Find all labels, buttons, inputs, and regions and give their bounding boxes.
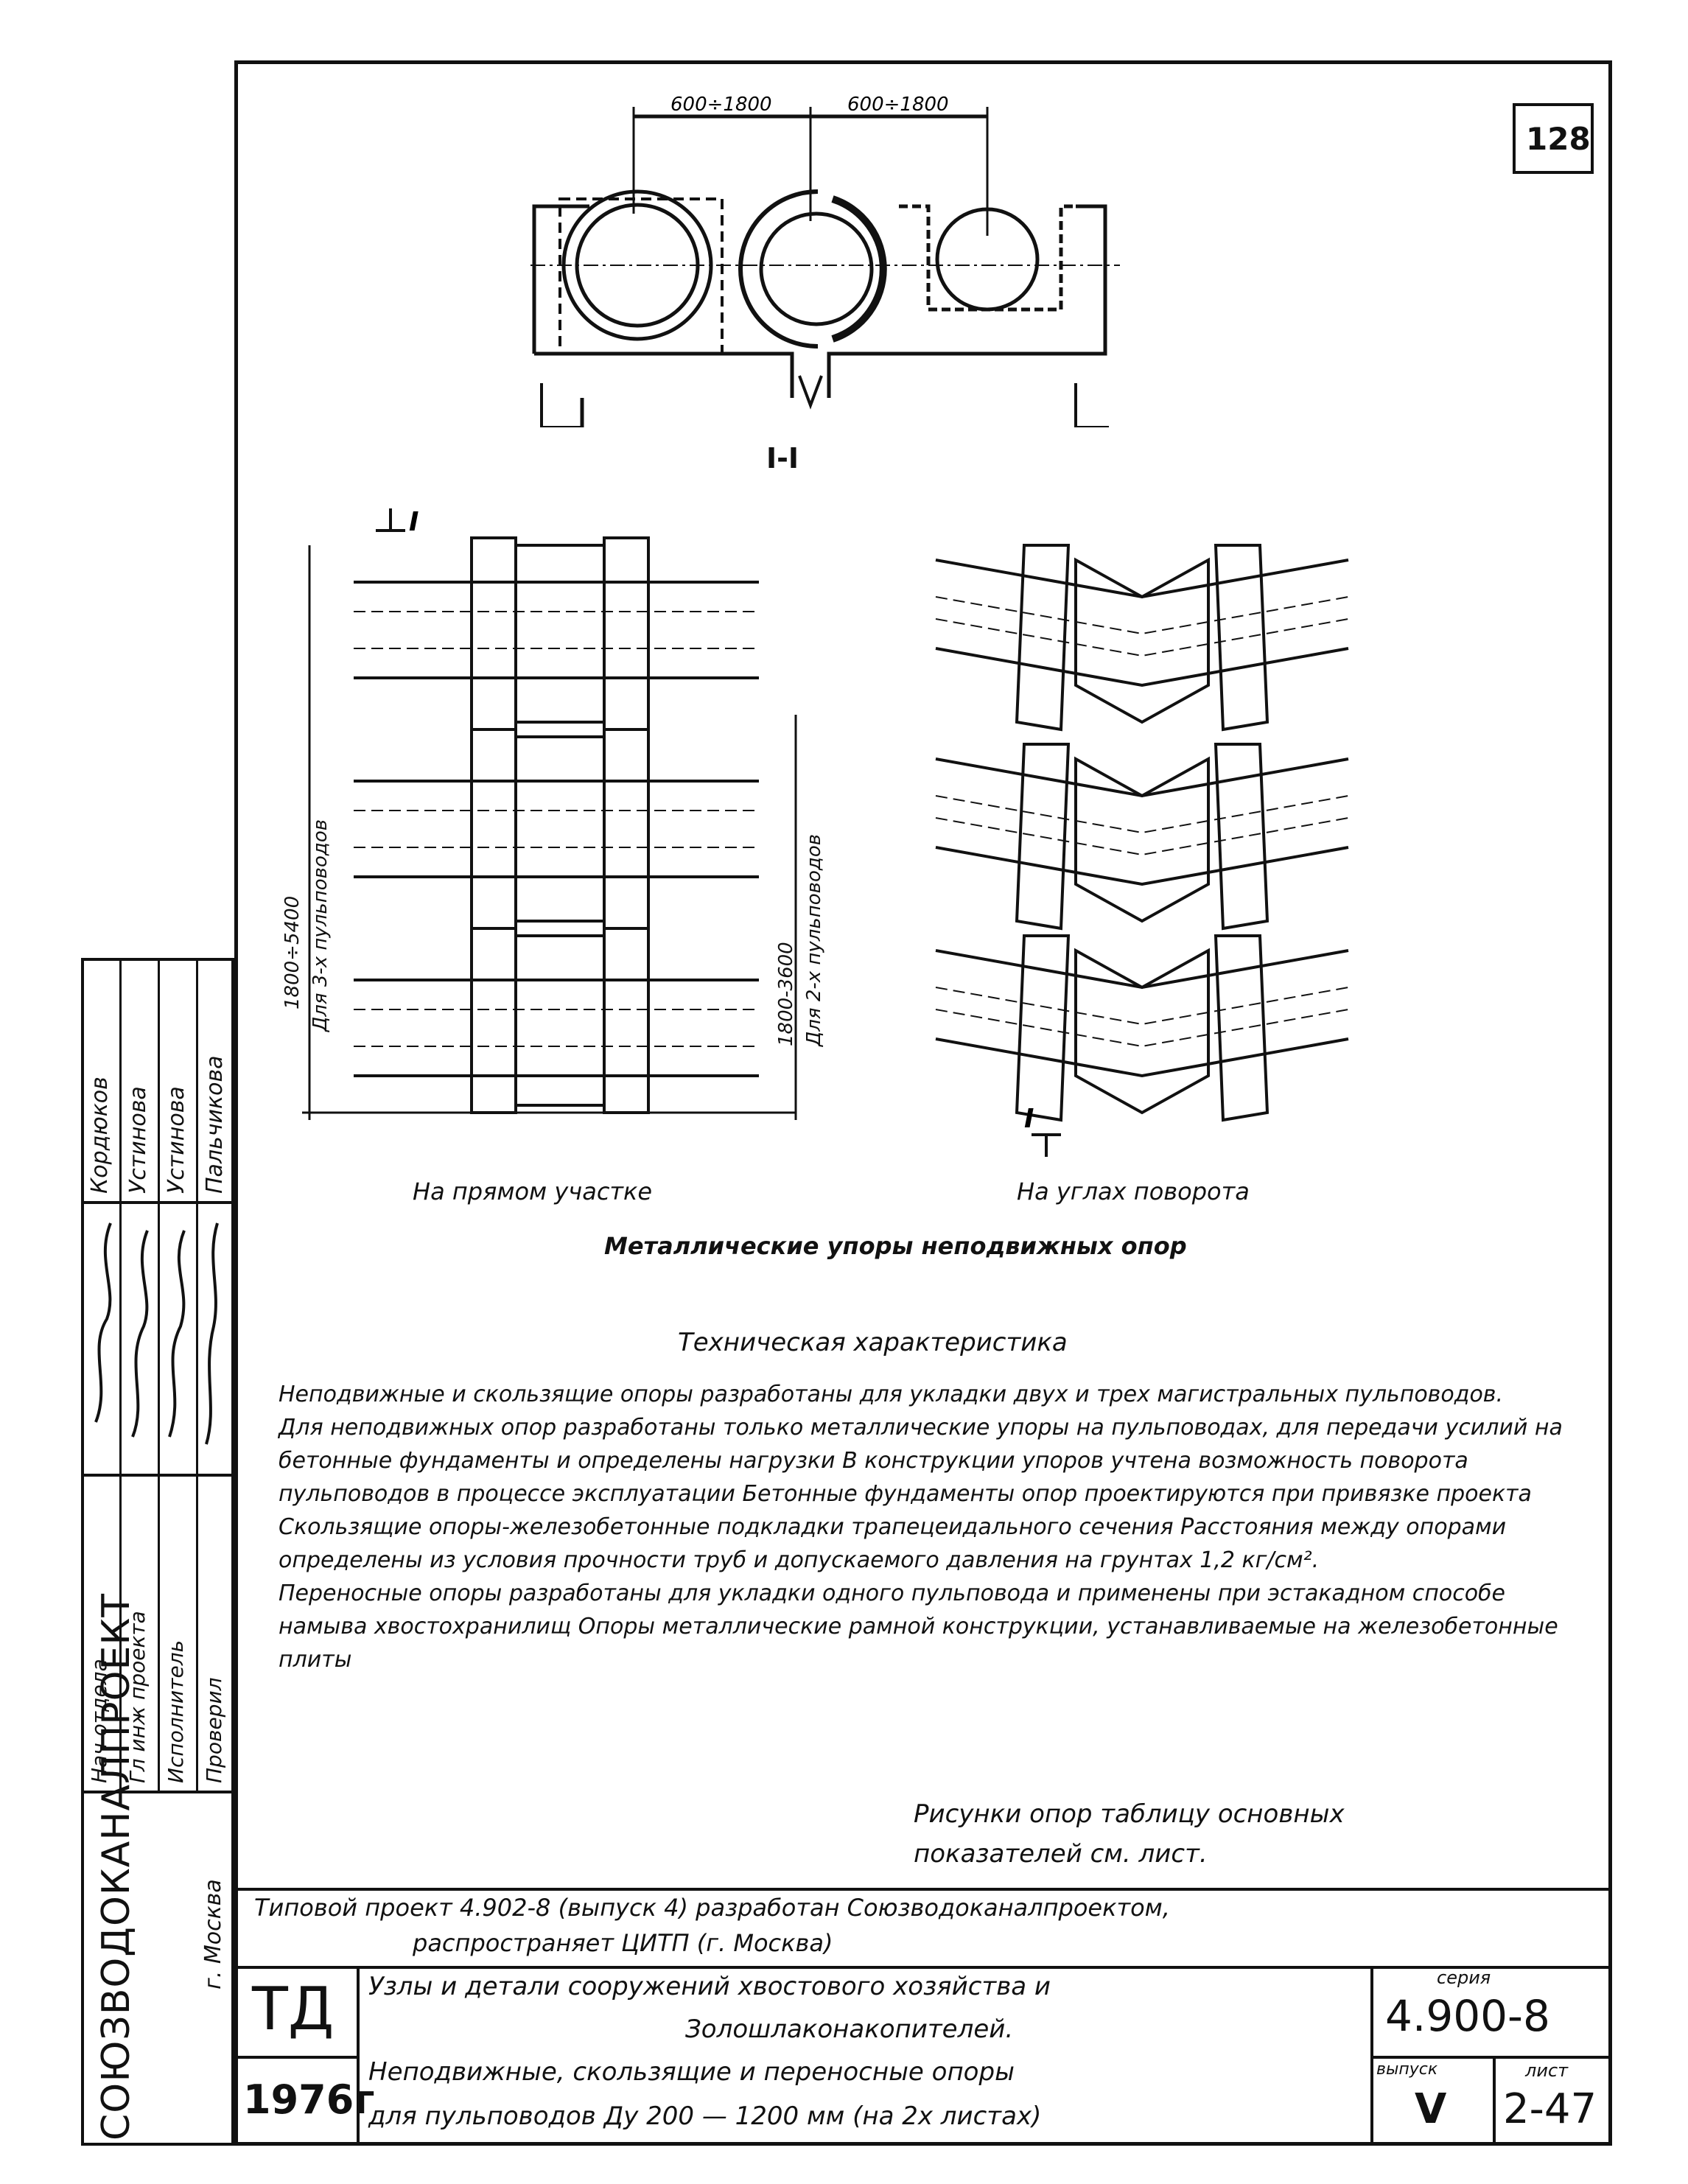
dimension-2-pipes: 1800-3600 <box>775 942 797 1046</box>
stamp-signatures <box>94 1222 219 1445</box>
figure-title: Металлические упоры неподвижных опор <box>604 1232 1187 1260</box>
title-line-4: для пульповодов Ду 200 — 1200 мм (на 2х … <box>368 2101 1042 2131</box>
title-line-3: Неподвижные, скользящие и переносные опо… <box>368 2057 1015 2087</box>
section-mark-bottom: I <box>1024 1104 1034 1134</box>
stamp-role-3: Исполнитель <box>164 1639 188 1783</box>
plan-turn-drawing: I <box>935 544 1349 1157</box>
label-2-pipes: Для 2-х пульповодов <box>803 833 825 1046</box>
project-line-1: Типовой проект 4.902-8 (выпуск 4) разраб… <box>254 1894 1170 1922</box>
issue-value: V <box>1415 2085 1447 2133</box>
stamp-row-line-2 <box>81 1474 234 1477</box>
title-line-2: Золошлаконакопителей. <box>685 2015 1014 2044</box>
dimension-3-pipes: 1800÷5400 <box>281 895 304 1009</box>
project-divider <box>234 1888 1612 1891</box>
series-label: серия <box>1437 1967 1491 1988</box>
stamp-name-2: Устинова <box>125 1086 151 1194</box>
section-mark-top: I <box>409 507 419 537</box>
plan-straight-drawing: I <box>302 507 797 1120</box>
year-box <box>234 2056 360 2146</box>
tech-paragraph-1: Неподвижные и скользящие опоры разработа… <box>279 1382 1504 1407</box>
stamp-role-4: Проверил <box>202 1677 226 1783</box>
issue-label: выпуск <box>1376 2060 1438 2079</box>
stamp-organization: СОЮЗВОДОКАНАЛПРОЕКТ <box>94 1592 139 2141</box>
tech-text: Неподвижные и скользящие опоры разработа… <box>279 1378 1575 1676</box>
tech-title: Техническая характеристика <box>678 1328 1068 1357</box>
year-label: 1976г <box>243 2076 375 2123</box>
stamp-col-line-2 <box>158 958 160 1791</box>
td-label: ТД <box>252 1975 335 2043</box>
section-label: I-I <box>766 442 799 475</box>
sheet-number: 128 <box>1526 121 1591 157</box>
title-line-1: Узлы и детали сооружений хвостового хозя… <box>368 1972 1051 2001</box>
series-value: 4.900-8 <box>1385 1991 1550 2041</box>
dimension-left: 600÷1800 <box>670 94 772 116</box>
stamp-row-line-3 <box>81 1791 234 1793</box>
tech-paragraph-2: Для неподвижных опор разработаны только … <box>279 1415 1563 1507</box>
stamp-city: г. Москва <box>200 1879 226 1989</box>
dimension-right: 600÷1800 <box>847 94 949 116</box>
note-line-2: показателей см. лист. <box>914 1839 1208 1869</box>
sheet-label: лист <box>1525 2060 1569 2081</box>
sheet-box <box>1493 2056 1612 2146</box>
note-line-1: Рисунки опор таблицу основных <box>914 1799 1345 1829</box>
tech-paragraph-4: Переносные опоры разработаны для укладки… <box>279 1581 1558 1673</box>
stamp-name-3: Устинова <box>164 1086 189 1194</box>
caption-straight: На прямом участке <box>413 1177 653 1205</box>
stamp-name-1: Кордюков <box>87 1077 113 1194</box>
label-3-pipes: Для 3-х пульповодов <box>309 819 332 1032</box>
stamp-col-line-1 <box>119 958 122 1791</box>
caption-turn: На углах поворота <box>1017 1177 1250 1205</box>
sheet-value: 2-47 <box>1503 2085 1597 2133</box>
stamp-col-line-3 <box>196 958 198 1791</box>
tech-paragraph-3: Скользящие опоры-железобетонные подкладк… <box>279 1514 1507 1573</box>
stamp-name-4: Пальчикова <box>202 1055 228 1194</box>
project-line-2: распространяет ЦИТП (г. Москва) <box>413 1929 833 1957</box>
section-drawing: 600÷1800 600÷1800 <box>530 94 1120 427</box>
sheet-number-box: 128 <box>1513 103 1594 174</box>
stamp-row-line-1 <box>81 1201 234 1204</box>
